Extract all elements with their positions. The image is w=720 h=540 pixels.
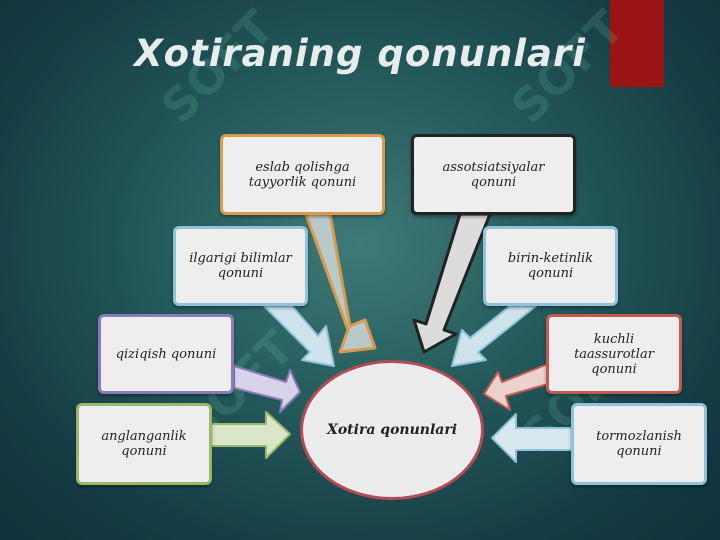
law-box-eslab: eslab qolishga tayyorlik qonuni [220, 134, 385, 215]
accent-bar [610, 0, 664, 87]
law-box-tormozlanish: tormozlanish qonuni [571, 403, 707, 485]
law-box-birin: birin-ketinlik qonuni [483, 226, 618, 306]
arrow-assotsiatsiyalar [412, 212, 492, 354]
law-box-assotsiatsiyalar: assotsiatsiyalar qonuni [411, 134, 576, 215]
law-box-qiziqish: qiziqish qonuni [98, 314, 234, 394]
center-ellipse: Xotira qonunlari [300, 360, 484, 500]
slide-title: Xotiraning qonunlari [134, 32, 586, 75]
arrow-eslab [304, 212, 377, 354]
arrow-birin [451, 305, 537, 367]
center-label: Xotira qonunlari [326, 422, 458, 438]
arrow-kuchli [483, 363, 549, 411]
arrow-anglanganlik [209, 411, 291, 459]
arrow-qiziqish [233, 365, 301, 413]
law-box-anglanganlik: anglanganlik qonuni [76, 403, 212, 485]
law-box-ilgarigi: ilgarigi bilimlar qonuni [173, 226, 308, 306]
law-box-kuchli: kuchli taassurotlar qonuni [546, 314, 682, 394]
arrow-ilgarigi [263, 305, 335, 367]
arrow-tormozlanish [491, 413, 573, 463]
